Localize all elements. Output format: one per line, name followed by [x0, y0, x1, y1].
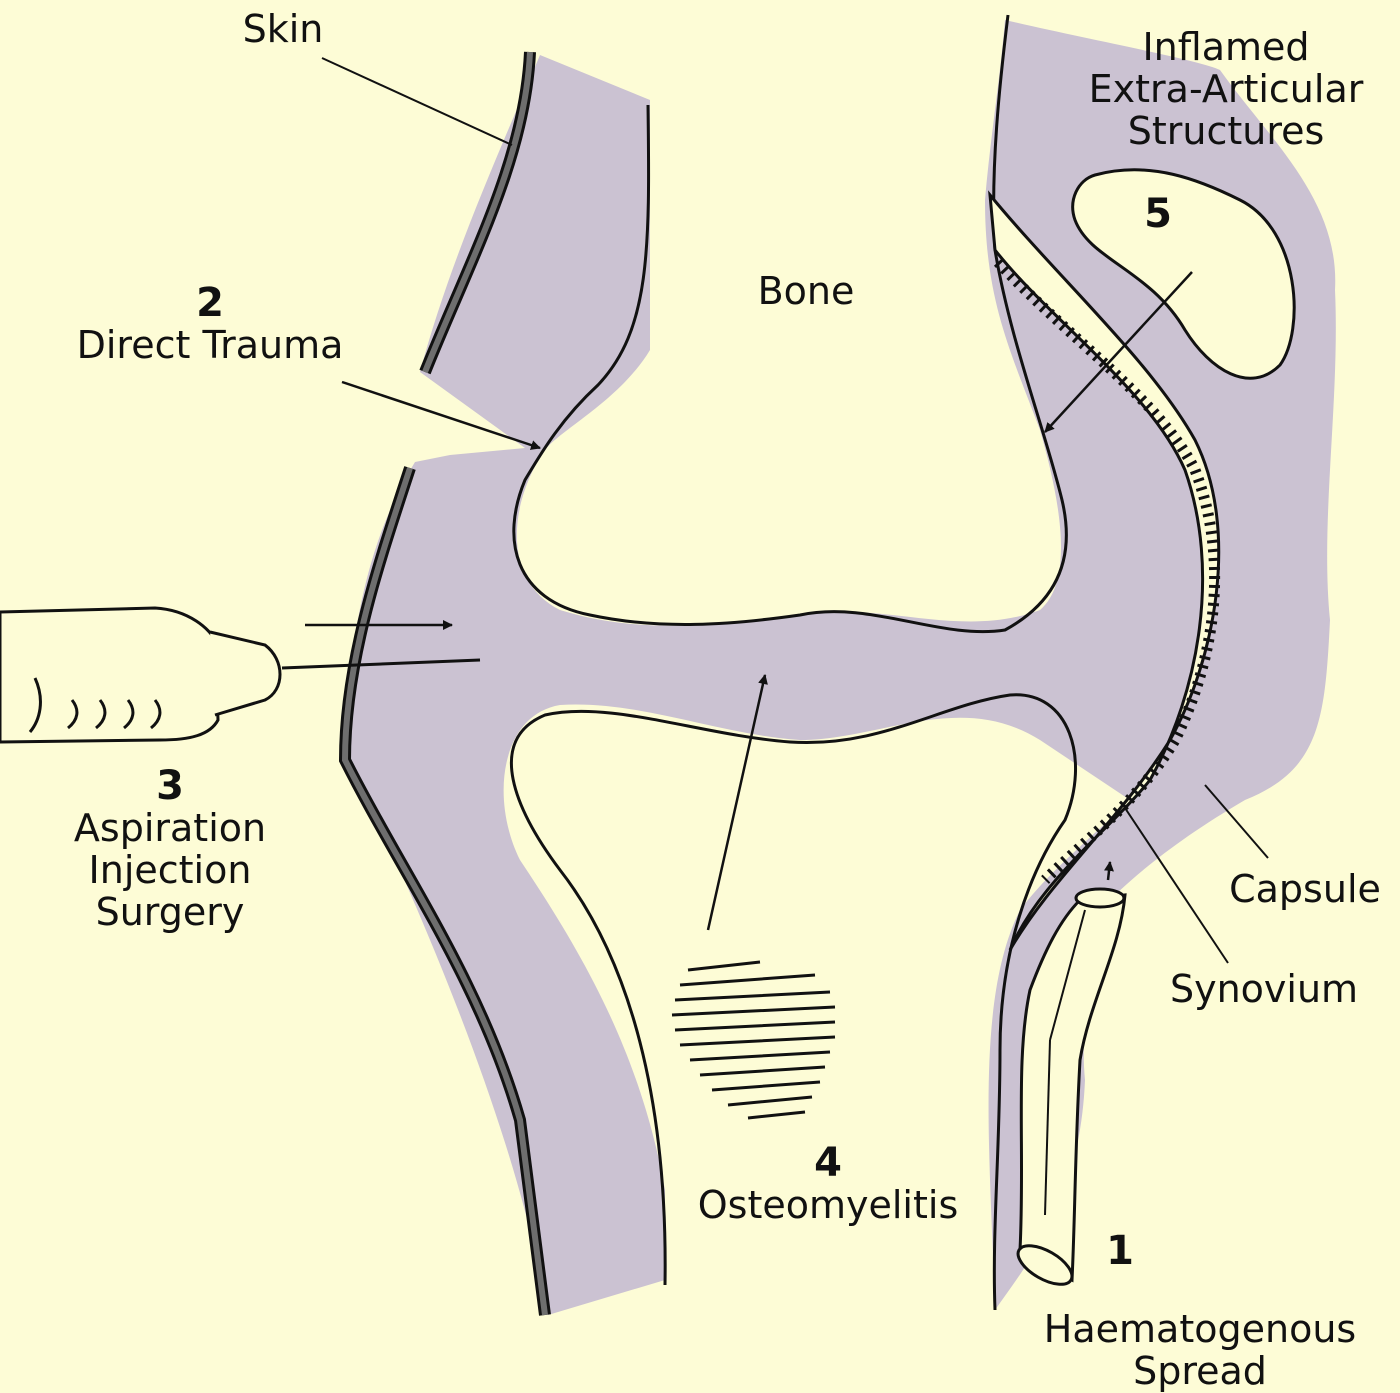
direct-trauma-label: 2 Direct Trauma — [77, 282, 344, 366]
syringe-barrel — [0, 608, 218, 742]
synovium-label: Synovium — [1170, 968, 1358, 1010]
haematogenous-number: 1 — [1106, 1230, 1134, 1272]
extra-articular-line: Extra-Articular — [1089, 68, 1364, 110]
aspiration-number: 3 — [156, 765, 184, 807]
inflamed-number: 5 — [1144, 193, 1172, 235]
syringe-tip — [210, 632, 280, 715]
aspiration-label: 3 Aspiration Injection Surgery — [74, 765, 266, 933]
aspiration-line: Aspiration — [74, 807, 266, 849]
osteomyelitis-text: Osteomyelitis — [698, 1184, 959, 1226]
left-soft-tissue — [345, 55, 1040, 1315]
injection-line: Injection — [89, 849, 252, 891]
direct-trauma-text: Direct Trauma — [77, 324, 344, 366]
structures-line: Structures — [1128, 110, 1325, 152]
vessel-top — [1076, 889, 1124, 907]
capsule-label: Capsule — [1229, 868, 1381, 910]
inflamed-line: Inflamed — [1142, 26, 1309, 68]
osteomyelitis-number: 4 — [814, 1142, 842, 1184]
spread-line: Spread — [1133, 1350, 1267, 1392]
direct-trauma-number: 2 — [196, 282, 224, 324]
osteomyelitis-focus — [672, 962, 835, 1118]
skin-label: Skin — [243, 8, 324, 50]
skin-pointer — [322, 58, 512, 145]
inflamed-label: Inflamed Extra-Articular Structures — [1089, 26, 1364, 152]
osteomyelitis-label: 4 Osteomyelitis — [698, 1142, 959, 1226]
bone-label: Bone — [758, 270, 855, 312]
surgery-line: Surgery — [96, 891, 245, 933]
haematogenous-line: Haematogenous — [1044, 1308, 1356, 1350]
haematogenous-label: Haematogenous Spread — [1044, 1308, 1356, 1392]
